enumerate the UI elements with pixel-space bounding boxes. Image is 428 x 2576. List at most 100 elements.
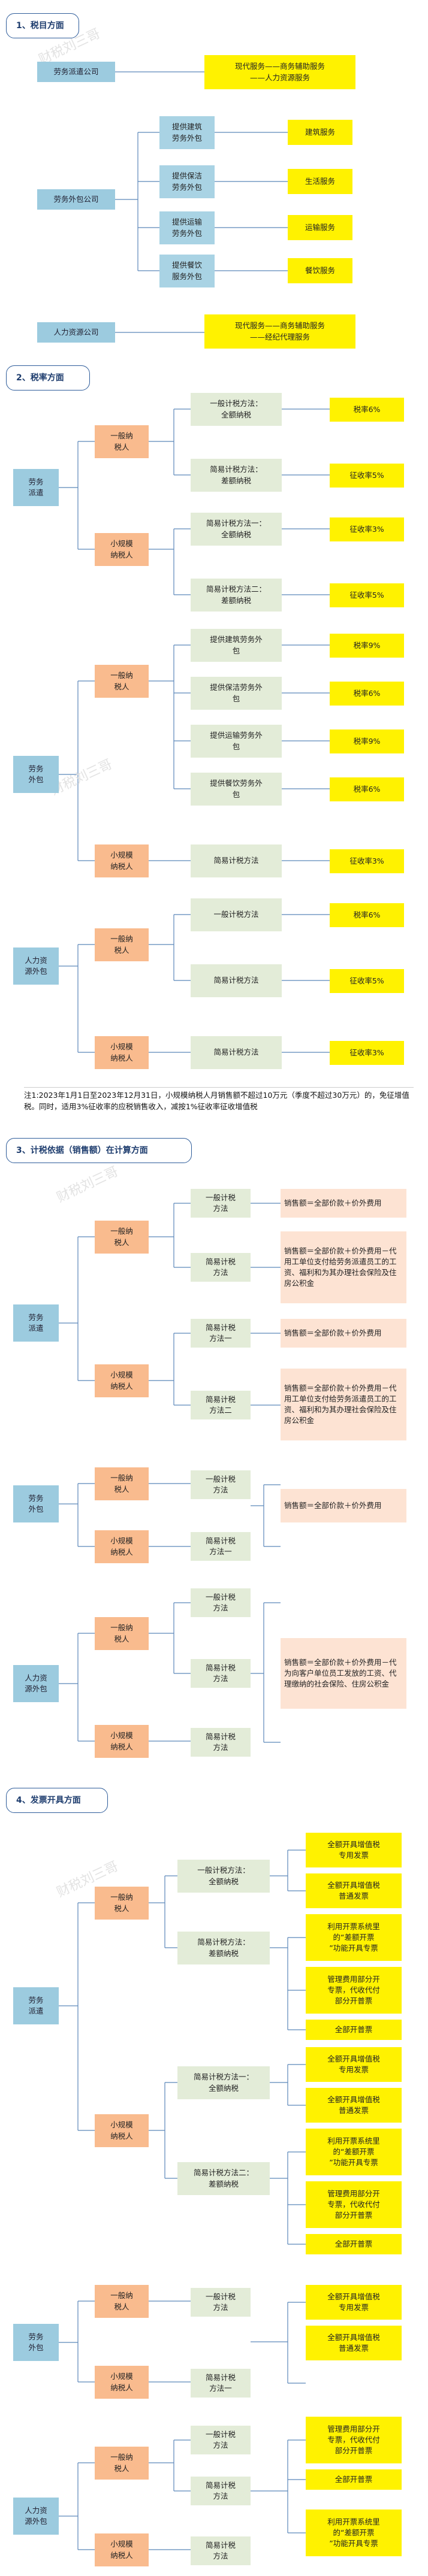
node-method: 简易计税方法 xyxy=(191,964,282,997)
node-method: 一般计税方法： 全额纳税 xyxy=(177,1860,270,1893)
node-invoice: 全部开普票 xyxy=(306,2234,402,2254)
node-method: 简易计税 方法 xyxy=(191,2536,251,2565)
node-invoice: 全额开具增值税 普通发票 xyxy=(306,2088,402,2123)
node-hr-outsourcing: 人力资 源外包 xyxy=(13,2498,59,2535)
node-small-scale-taxpayer: 小规模 纳税人 xyxy=(95,2114,149,2147)
node-method: 简易计税方法： 差额纳税 xyxy=(191,459,282,492)
node-sales-formula: 销售额＝全部价款＋价外费用－代为向客户单位员工发放的工资、代理缴纳的社会保险、住… xyxy=(281,1638,406,1709)
node-method: 简易计税方法一： 全额纳税 xyxy=(177,2066,270,2099)
node-small-scale-taxpayer: 小规模 纳税人 xyxy=(95,1725,149,1758)
node-method: 简易计税 方法一 xyxy=(191,1532,251,1561)
node-hr-outsourcing: 人力资 源外包 xyxy=(13,948,59,985)
node-outsourcing-item: 提供建筑 劳务外包 xyxy=(159,116,215,149)
node-method: 简易计税方法二： 差额纳税 xyxy=(191,579,282,612)
node-method: 一般计税方法： 全额纳税 xyxy=(191,393,282,426)
node-dispatch: 劳务 派遣 xyxy=(13,469,59,506)
section-title-1: 1、税目方面 xyxy=(6,13,79,38)
node-invoice: 管理费用部分开 专票，代收代付 部分开普票 xyxy=(306,1967,402,2014)
node-method: 简易计税方法 xyxy=(191,1036,282,1069)
node-invoice: 全部开普票 xyxy=(306,2020,402,2040)
node-service-type: 生活服务 xyxy=(288,169,352,194)
node-hr-tax-item: 现代服务——商务辅助服务 ——经纪代理服务 xyxy=(204,314,355,349)
node-invoice: 全额开具增值税 普通发票 xyxy=(306,1873,402,1908)
node-method: 一般计税 方法 xyxy=(191,2288,251,2317)
node-rate: 征收率3% xyxy=(330,1041,404,1065)
node-invoice: 利用开票系统里 的“差额开票 ”功能开具专票 xyxy=(306,2510,402,2556)
node-rate: 征收率3% xyxy=(330,517,404,541)
node-dispatch-tax-item: 现代服务——商务辅助服务 ——人力资源服务 xyxy=(204,55,355,89)
node-small-scale-taxpayer: 小规模 纳税人 xyxy=(95,1530,149,1563)
node-invoice: 利用开票系统里 的“差额开票 ”功能开具专票 xyxy=(306,1914,402,1961)
node-outsourcing-service: 提供运输劳务外 包 xyxy=(191,725,282,758)
node-method: 简易计税方法一： 全额纳税 xyxy=(191,513,282,546)
node-invoice: 管理费用部分开 专票，代收代付 部分开普票 xyxy=(306,2417,402,2463)
node-general-taxpayer: 一般纳 税人 xyxy=(95,2447,149,2480)
node-method: 简易计税方法二： 差额纳税 xyxy=(177,2162,270,2195)
node-invoice: 全额开具增值税 专用发票 xyxy=(306,1833,402,1867)
node-labor-outsourcing-company: 劳务外包公司 xyxy=(37,189,115,210)
node-hr-company: 人力资源公司 xyxy=(37,322,115,343)
node-sales-formula: 销售额＝全部价款＋价外费用－代用工单位支付给劳务派遣员工的工资、福利和为其办理社… xyxy=(281,1231,406,1303)
node-labor-dispatch-company: 劳务派遣公司 xyxy=(37,62,115,82)
node-rate: 税率6% xyxy=(330,398,404,422)
node-rate: 征收率3% xyxy=(330,849,404,873)
node-general-taxpayer: 一般纳 税人 xyxy=(95,1617,149,1650)
node-outsourcing-item: 提供保洁 劳务外包 xyxy=(159,165,215,198)
node-method: 简易计税 方法一 xyxy=(191,2369,251,2398)
node-invoice: 管理费用部分开 专票，代收代付 部分开普票 xyxy=(306,2181,402,2228)
node-method: 简易计税 方法一 xyxy=(191,1319,251,1348)
node-general-taxpayer: 一般纳 税人 xyxy=(95,928,149,961)
node-outsourcing-service: 提供建筑劳务外 包 xyxy=(191,629,282,662)
node-outsourcing: 劳务 外包 xyxy=(13,2324,59,2361)
node-small-scale-taxpayer: 小规模 纳税人 xyxy=(95,2533,149,2566)
node-general-taxpayer: 一般纳 税人 xyxy=(95,425,149,458)
node-small-scale-taxpayer: 小规模 纳税人 xyxy=(95,533,149,566)
node-outsourcing-service: 提供餐饮劳务外 包 xyxy=(191,773,282,806)
node-general-taxpayer: 一般纳 税人 xyxy=(95,2285,149,2318)
node-small-scale-taxpayer: 小规模 纳税人 xyxy=(95,2366,149,2399)
node-invoice: 全额开具增值税 普通发票 xyxy=(306,2326,402,2360)
node-method: 简易计税 方法 xyxy=(191,1659,251,1688)
node-service-type: 餐饮服务 xyxy=(288,258,352,283)
node-method: 简易计税 方法 xyxy=(191,1728,251,1757)
node-method: 一般计税方法 xyxy=(191,898,282,931)
node-general-taxpayer: 一般纳 税人 xyxy=(95,1221,149,1254)
node-method: 简易计税 方法 xyxy=(191,2477,251,2505)
node-small-scale-taxpayer: 小规模 纳税人 xyxy=(95,844,149,877)
node-method: 一般计税 方法 xyxy=(191,1470,251,1499)
node-outsourcing: 劳务 外包 xyxy=(13,756,59,793)
node-method: 一般计税 方法 xyxy=(191,1588,251,1617)
node-service-type: 建筑服务 xyxy=(288,120,352,145)
node-dispatch: 劳务 派遣 xyxy=(13,1304,59,1342)
tax-note: 注1:2023年1月1日至2023年12月31日，小规模纳税人月销售额不超过10… xyxy=(24,1087,414,1113)
node-method: 简易计税方法： 差额纳税 xyxy=(177,1932,270,1964)
node-method: 简易计税 方法 xyxy=(191,1253,251,1282)
section-title-2: 2、税率方面 xyxy=(6,365,90,391)
node-method: 一般计税 方法 xyxy=(191,1189,251,1218)
node-general-taxpayer: 一般纳 税人 xyxy=(95,1467,149,1500)
node-sales-formula: 销售额＝全部价款＋价外费用－代用工单位支付给劳务派遣员工的工资、福利和为其办理社… xyxy=(281,1369,406,1440)
node-outsourcing-item: 提供运输 劳务外包 xyxy=(159,211,215,244)
node-outsourcing: 劳务 外包 xyxy=(13,1485,59,1522)
node-rate: 税率9% xyxy=(330,729,404,753)
node-invoice: 利用开票系统里 的“差额开票 ”功能开具专票 xyxy=(306,2129,402,2175)
node-method: 一般计税 方法 xyxy=(191,2426,251,2454)
node-small-scale-taxpayer: 小规模 纳税人 xyxy=(95,1364,149,1397)
node-invoice: 全额开具增值税 专用发票 xyxy=(306,2047,402,2082)
node-rate: 征收率5% xyxy=(330,464,404,488)
node-general-taxpayer: 一般纳 税人 xyxy=(95,665,149,698)
node-sales-formula: 销售额＝全部价款＋价外费用 xyxy=(281,1489,406,1522)
node-method: 简易计税方法 xyxy=(191,844,282,877)
node-invoice: 全部开普票 xyxy=(306,2469,402,2490)
node-rate: 税率6% xyxy=(330,682,404,706)
node-rate: 税率9% xyxy=(330,634,404,658)
node-service-type: 运输服务 xyxy=(288,215,352,240)
node-invoice: 全额开具增值税 专用发票 xyxy=(306,2285,402,2320)
node-rate: 征收率5% xyxy=(330,969,404,993)
node-method: 简易计税 方法二 xyxy=(191,1391,251,1419)
node-hr-outsourcing: 人力资 源外包 xyxy=(13,1665,59,1702)
node-sales-formula: 销售额＝全部价款＋价外费用 xyxy=(281,1319,406,1348)
node-small-scale-taxpayer: 小规模 纳税人 xyxy=(95,1036,149,1069)
node-rate: 税率6% xyxy=(330,903,404,927)
